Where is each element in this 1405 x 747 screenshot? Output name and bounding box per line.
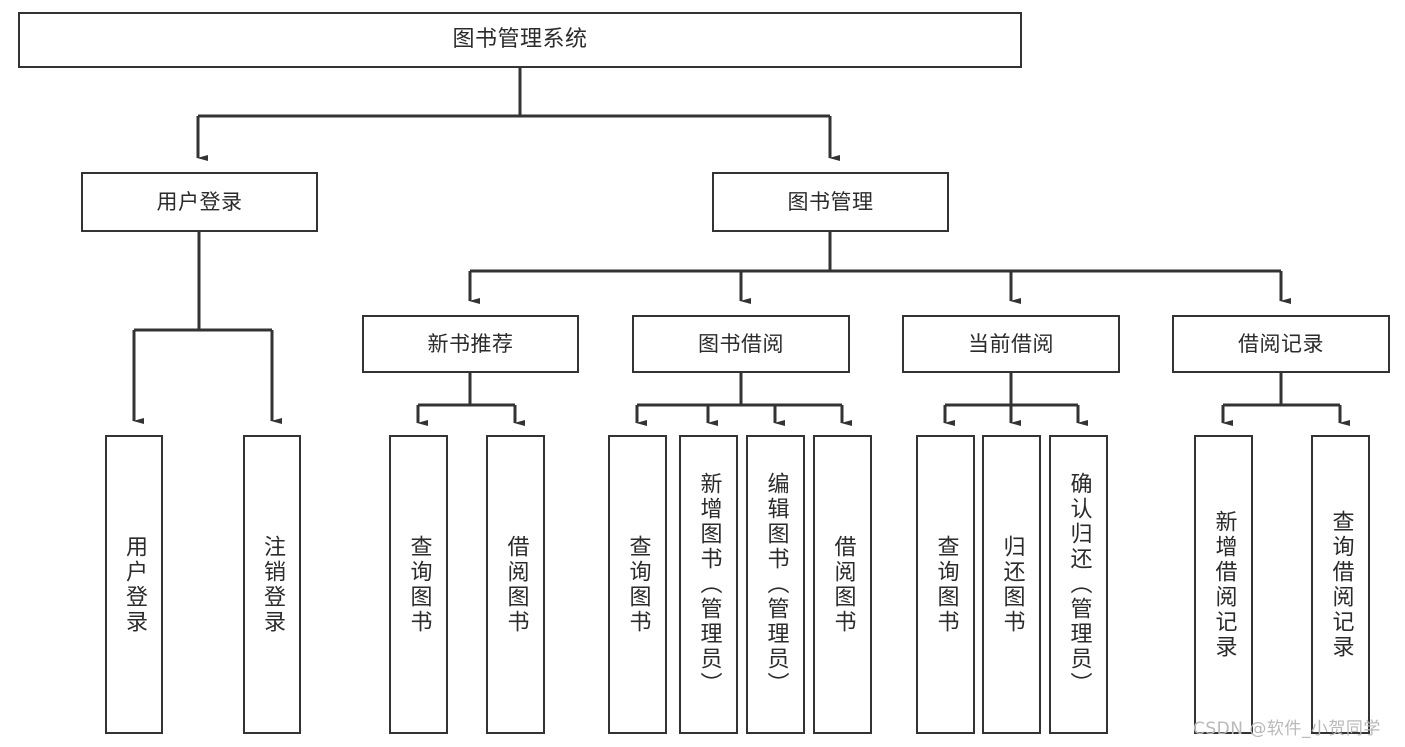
node-leaf-logout-login-label: 注销登录 — [260, 534, 285, 635]
node-borrow-record[interactable]: 借阅记录 — [1172, 315, 1390, 373]
node-leaf-user-login[interactable]: 用户登录 — [105, 435, 163, 734]
node-leaf-add-book[interactable]: 新增图书（管理员） — [679, 435, 738, 734]
node-leaf-confirm-return-label: 确认归还（管理员） — [1066, 472, 1092, 697]
node-leaf-query-record-label: 查询借阅记录 — [1328, 509, 1354, 660]
node-leaf-borrow-book-1-label: 借阅图书 — [503, 534, 529, 635]
node-leaf-query-book-1-label: 查询图书 — [406, 534, 432, 635]
node-leaf-query-record[interactable]: 查询借阅记录 — [1311, 435, 1370, 734]
node-leaf-confirm-return[interactable]: 确认归还（管理员） — [1049, 435, 1108, 734]
node-borrow-record-label: 借阅记录 — [1238, 331, 1324, 356]
node-user-login[interactable]: 用户登录 — [81, 172, 318, 232]
node-leaf-query-book-1[interactable]: 查询图书 — [389, 435, 448, 734]
node-leaf-query-book-2[interactable]: 查询图书 — [608, 435, 667, 734]
node-leaf-logout-login[interactable]: 注销登录 — [243, 435, 301, 734]
node-book-manage-label: 图书管理 — [787, 189, 874, 214]
node-leaf-edit-book-label: 编辑图书（管理员） — [763, 472, 789, 697]
node-current-borrow-label: 当前借阅 — [968, 331, 1054, 356]
node-current-borrow[interactable]: 当前借阅 — [902, 315, 1120, 373]
node-leaf-return-book[interactable]: 归还图书 — [982, 435, 1041, 734]
node-leaf-borrow-book-2[interactable]: 借阅图书 — [813, 435, 872, 734]
node-book-manage[interactable]: 图书管理 — [712, 172, 949, 232]
node-book-borrow[interactable]: 图书借阅 — [632, 315, 850, 373]
node-new-book-recommend-label: 新书推荐 — [427, 331, 514, 356]
node-leaf-borrow-book-2-label: 借阅图书 — [830, 534, 856, 635]
node-leaf-add-book-label: 新增图书（管理员） — [696, 472, 722, 697]
node-leaf-add-record[interactable]: 新增借阅记录 — [1194, 435, 1253, 734]
node-leaf-user-login-label: 用户登录 — [122, 534, 147, 635]
node-leaf-return-book-label: 归还图书 — [999, 534, 1025, 635]
node-leaf-borrow-book-1[interactable]: 借阅图书 — [486, 435, 545, 734]
node-leaf-query-book-3-label: 查询图书 — [933, 534, 959, 635]
node-user-login-label: 用户登录 — [156, 189, 243, 214]
node-book-borrow-label: 图书借阅 — [698, 331, 784, 356]
node-leaf-query-book-2-label: 查询图书 — [625, 534, 651, 635]
node-leaf-edit-book[interactable]: 编辑图书（管理员） — [746, 435, 805, 734]
node-root-label: 图书管理系统 — [452, 27, 588, 53]
node-leaf-query-book-3[interactable]: 查询图书 — [916, 435, 975, 734]
node-root-book-management-system[interactable]: 图书管理系统 — [18, 12, 1022, 68]
node-new-book-recommend[interactable]: 新书推荐 — [362, 315, 579, 373]
node-leaf-add-record-label: 新增借阅记录 — [1211, 509, 1237, 660]
